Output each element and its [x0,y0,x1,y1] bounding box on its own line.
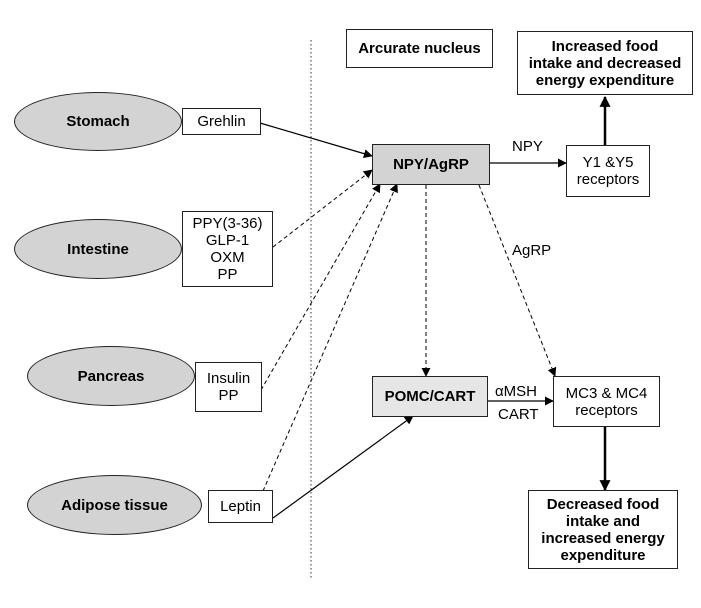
arcurate-nucleus-label: Arcurate nucleus [346,29,493,68]
arrow-leptin-to-npy [262,183,398,492]
signal-pp-label: PP [217,266,238,283]
y1y5-line1: Y1 &Y5 [582,154,634,171]
cart-edge-label: CART [498,406,539,423]
increased-intake-outcome-box: Increased food intake and decreased ener… [517,31,693,95]
arrow-leptin-to-pomc [272,415,414,519]
intestine-organ: Intestine [14,219,182,279]
arrow-grehlin-to-npy [259,122,373,159]
decreased-line3: increased energy [541,529,665,547]
arrow-agrp-to-mc3mc4 [478,184,557,377]
pomc-cart-neuron-box: POMC/CART [372,376,488,417]
signal-pancreas-pp-label: PP [218,387,239,404]
grehlin-signal-box: Grehlin [182,108,261,135]
pancreas-label: Pancreas [77,367,145,385]
signal-glp1-label: GLP-1 [205,232,250,249]
increased-line2: intake and decreased [528,54,682,72]
leptin-label: Leptin [220,498,261,515]
grehlin-label: Grehlin [197,113,246,130]
increased-line1: Increased food [551,37,659,55]
decreased-line4: expenditure [560,546,646,564]
signal-oxm-label: OXM [210,249,245,266]
decreased-line2: intake and [565,512,641,530]
adipose-label: Adipose tissue [61,496,168,514]
region-label-text: Arcurate nucleus [358,40,481,57]
mc3mc4-line2: receptors [575,401,638,419]
arrow-intestine-to-npy [272,169,373,248]
mc3-mc4-receptors-box: MC3 & MC4 receptors [553,376,660,427]
y1y5-line2: receptors [576,171,640,188]
y1-y5-receptors-box: Y1 &Y5 receptors [566,145,650,197]
npy-agrp-neuron-box: NPY/AgRP [372,144,490,185]
mc3mc4-line1: MC3 & MC4 [565,384,648,402]
intestine-signals-box: PPY(3-36) GLP-1 OXM PP [182,211,273,287]
stomach-label: Stomach [66,113,130,130]
arrow-insulin-to-npy [260,183,381,391]
pomc-cart-label: POMC/CART [384,388,476,405]
amsh-edge-label: αMSH [495,383,538,400]
signal-insulin-label: Insulin [206,370,251,387]
signal-ppy-label: PPY(3-36) [192,215,263,232]
npy-edge-label: NPY [512,138,543,155]
increased-line3: energy expenditure [535,71,675,89]
decreased-intake-outcome-box: Decreased food intake and increased ener… [528,490,678,569]
pancreas-organ: Pancreas [27,346,195,406]
decreased-line1: Decreased food [546,495,660,513]
agrp-edge-label: AgRP [512,242,552,259]
intestine-label: Intestine [67,240,129,258]
stomach-organ: Stomach [14,92,182,151]
npy-agrp-label: NPY/AgRP [393,156,469,173]
pancreas-signals-box: Insulin PP [195,362,262,412]
leptin-signal-box: Leptin [208,490,273,523]
adipose-tissue-organ: Adipose tissue [27,475,202,535]
